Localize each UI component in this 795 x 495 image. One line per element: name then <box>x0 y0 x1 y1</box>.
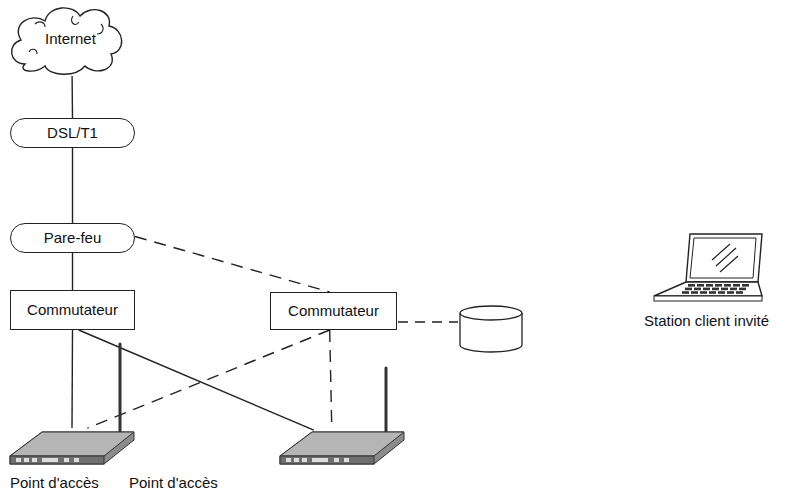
laptop-node: Station client invité <box>650 232 766 304</box>
node-label: Internet <box>45 30 96 48</box>
firewall-box: Pare-feu <box>10 223 135 253</box>
wired-link <box>72 148 73 223</box>
node-label: Commutateur <box>288 302 379 320</box>
node-label: Point d'accès <box>129 474 218 492</box>
node-label: Station client invité <box>644 312 769 330</box>
cloud-node: Internet <box>5 2 127 76</box>
link-box: DSL/T1 <box>10 118 135 148</box>
storage-link <box>398 321 458 322</box>
dashed-link <box>330 330 332 428</box>
storage-cylinder <box>460 306 522 352</box>
wired-link <box>71 330 73 428</box>
node-label: Commutateur <box>27 301 118 319</box>
dashed-link <box>87 330 329 428</box>
access-point-device <box>278 426 406 468</box>
dashed-link <box>135 237 330 293</box>
wired-link <box>79 330 314 430</box>
laptop-icon <box>650 232 766 304</box>
node-label: DSL/T1 <box>47 124 98 142</box>
access-point: Point d'accès <box>278 426 406 468</box>
switch-box: Commutateur <box>270 292 397 330</box>
wired-link <box>71 76 73 118</box>
node-label: Pare-feu <box>44 229 102 247</box>
access-point-device <box>8 426 136 468</box>
access-point: Point d'accès <box>8 426 136 468</box>
switch-box: Commutateur <box>10 290 135 330</box>
node-label: Point d'accès <box>10 474 99 492</box>
wired-link <box>72 253 73 290</box>
